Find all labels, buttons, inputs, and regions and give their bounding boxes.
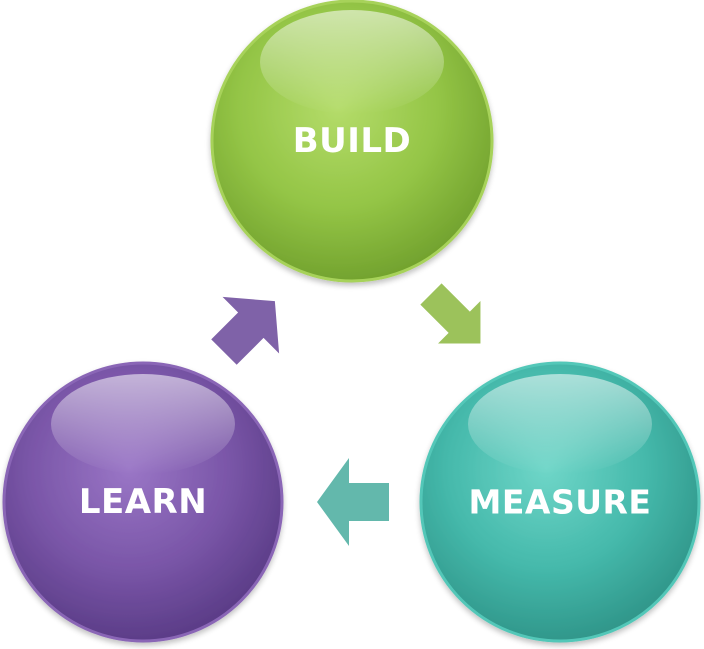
measure-circle <box>419 361 701 643</box>
arrow-build-to-measure-icon <box>420 283 481 344</box>
arrow-learn-to-build-icon <box>211 296 280 365</box>
learn-label: LEARN <box>79 482 207 522</box>
measure-label: MEASURE <box>469 483 652 522</box>
learn-circle <box>2 361 284 643</box>
arrow-measure-to-learn-icon <box>317 458 389 546</box>
build-label: BUILD <box>293 121 412 161</box>
build-circle <box>210 0 494 283</box>
